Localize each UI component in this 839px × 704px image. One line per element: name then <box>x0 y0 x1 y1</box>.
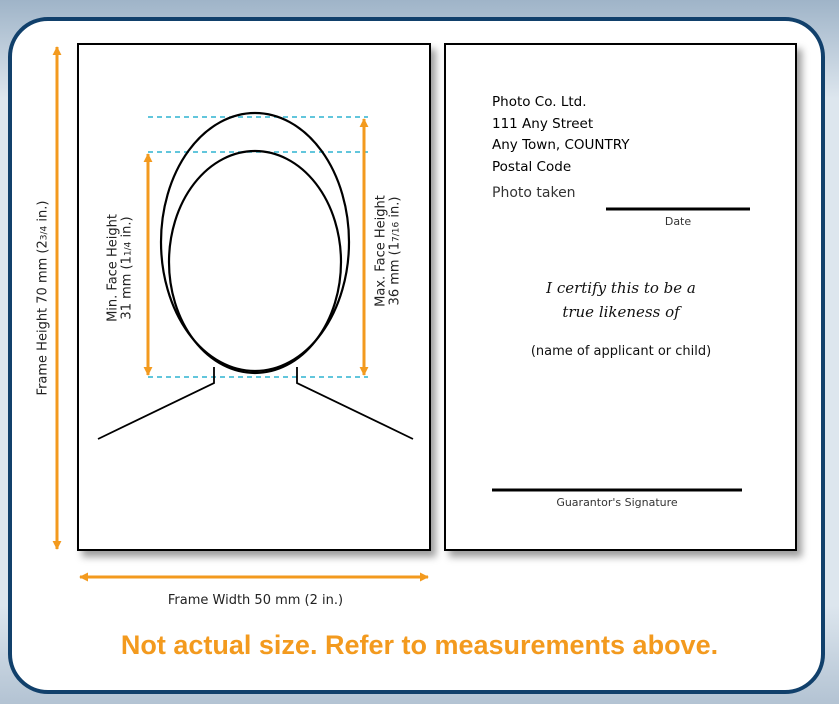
photo-taken-label: Photo taken <box>492 185 576 201</box>
date-label: Date <box>664 215 692 228</box>
max-face-value: 36 mm (17/16 in.) <box>387 196 403 306</box>
guarantor-signature-label: Guarantor's Signature <box>556 496 678 509</box>
max-face-outline <box>159 111 351 373</box>
photo-studio-address: Photo Co. Ltd. 111 Any Street Any Town, … <box>492 92 630 178</box>
frame-width-label: Frame Width 50 mm (2 in.) <box>167 593 344 608</box>
address-line-4: Postal Code <box>492 158 572 175</box>
photo-back-card <box>444 43 797 551</box>
frame-height-label: Frame Height 70 mm (23/4 in.) <box>35 200 51 396</box>
max-face-label: Max. Face Height 36 mm (17/16 in.) <box>373 195 404 307</box>
right-neck-shoulder <box>296 367 414 440</box>
left-neck-shoulder <box>97 367 215 440</box>
address-line-2: 111 Any Street <box>492 115 594 132</box>
min-face-outline <box>167 149 343 375</box>
certify-line-2: true likeness of <box>562 303 680 321</box>
min-face-value: 31 mm (11/4 in.) <box>119 216 135 320</box>
address-line-3: Any Town, COUNTRY <box>492 137 630 153</box>
min-face-label: Min. Face Height 31 mm (11/4 in.) <box>105 214 136 322</box>
not-actual-size-notice: Not actual size. Refer to measurements a… <box>120 630 719 660</box>
certify-line-1: I certify this to be a <box>546 279 696 297</box>
min-face-title: Min. Face Height <box>105 214 121 322</box>
applicant-name-label: (name of applicant or child) <box>530 344 712 359</box>
photo-front-card <box>77 43 431 551</box>
address-line-1: Photo Co. Ltd. <box>492 94 587 110</box>
max-face-title: Max. Face Height <box>373 195 389 307</box>
